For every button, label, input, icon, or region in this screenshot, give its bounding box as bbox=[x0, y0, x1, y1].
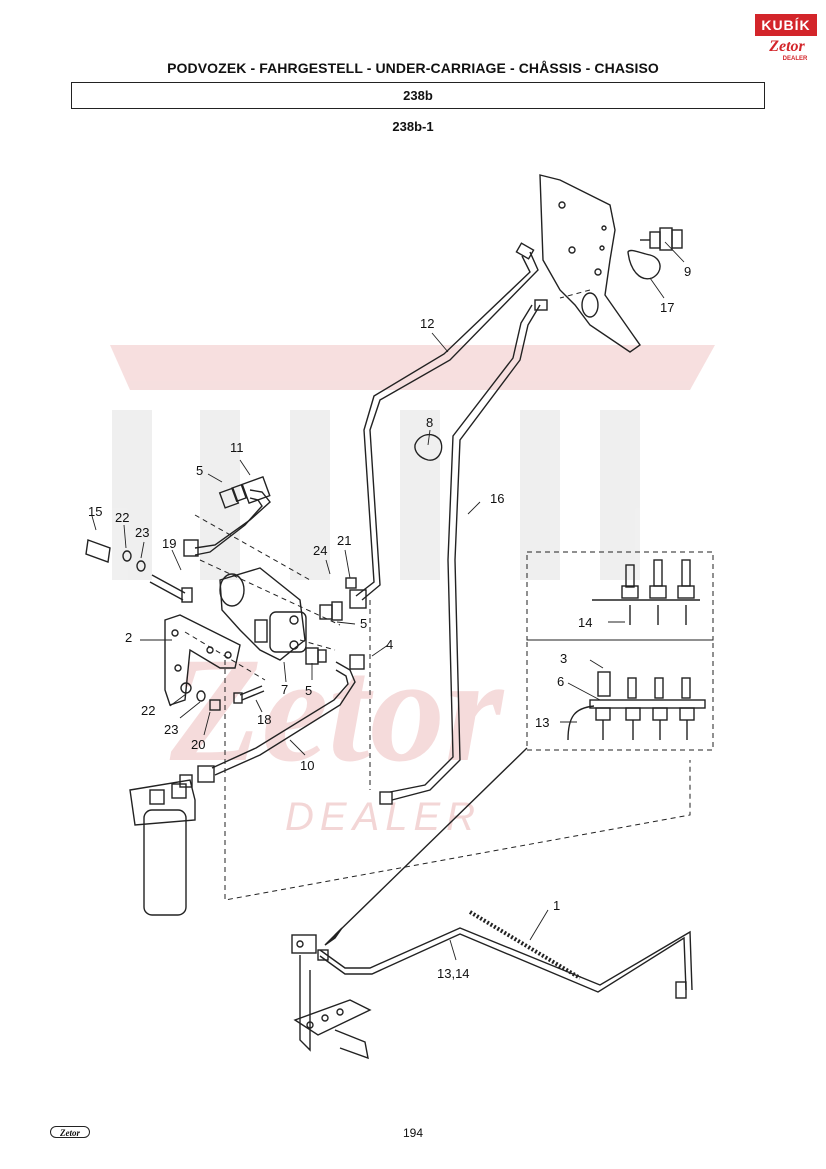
callout-11: 11 bbox=[230, 440, 244, 455]
wiring-harness-1 bbox=[319, 910, 693, 999]
pipe-11 bbox=[183, 475, 271, 557]
bracket-2 bbox=[164, 614, 241, 706]
dealer-watermark: Zetor DEALER bbox=[110, 345, 715, 839]
callout-5-lower: 5 bbox=[305, 683, 312, 698]
callout-20: 20 bbox=[191, 737, 205, 752]
chassis-bracket bbox=[293, 955, 372, 1060]
kubik-zetor-dealer-logo: KUBÍK Zetor DEALER bbox=[755, 14, 817, 66]
callout-5-upper: 5 bbox=[196, 463, 203, 478]
mounting-bracket-plate bbox=[539, 174, 641, 353]
callout-10: 10 bbox=[300, 758, 314, 773]
callout-17: 17 bbox=[660, 300, 674, 315]
callout-4: 4 bbox=[386, 637, 393, 652]
callout-3: 3 bbox=[560, 651, 567, 666]
union-fitting-5-upper bbox=[218, 483, 247, 509]
sleeve-15 bbox=[85, 539, 111, 563]
clamp-8 bbox=[414, 433, 443, 461]
washer-22-lower bbox=[180, 682, 192, 694]
callout-5-middle: 5 bbox=[360, 616, 367, 631]
callout-14: 14 bbox=[578, 615, 592, 630]
callout-23-lower: 23 bbox=[164, 722, 178, 737]
bolt-18 bbox=[233, 685, 265, 704]
lock-washer-23-upper bbox=[136, 560, 146, 572]
page-title: PODVOZEK - FAHRGESTELL - UNDER-CARRIAGE … bbox=[167, 60, 659, 76]
callout-16: 16 bbox=[490, 491, 504, 506]
subsection-number: 238b-1 bbox=[392, 119, 434, 134]
callout-8: 8 bbox=[426, 415, 433, 430]
callout-13: 13 bbox=[535, 715, 549, 730]
callout-leaders bbox=[91, 241, 685, 961]
lock-washer-23-lower bbox=[196, 690, 206, 702]
union-nut bbox=[349, 589, 367, 609]
callout-21: 21 bbox=[337, 533, 351, 548]
washer-22-upper bbox=[122, 550, 132, 562]
nut-21 bbox=[345, 577, 357, 589]
sensor-assembly-14 bbox=[592, 559, 700, 625]
bolt-19 bbox=[149, 574, 193, 603]
section-number-box: 238b bbox=[71, 82, 765, 109]
sensor-assembly-13 bbox=[567, 671, 706, 741]
callout-18: 18 bbox=[257, 712, 271, 727]
assembly-leader-lines bbox=[184, 289, 691, 901]
logo-zetor-text: Zetor bbox=[769, 38, 805, 55]
callout-6: 6 bbox=[557, 674, 564, 689]
callout-7: 7 bbox=[281, 682, 288, 697]
logo-kubik-text: KUBÍK bbox=[755, 14, 817, 36]
detail-arrow bbox=[324, 747, 528, 946]
nut-20 bbox=[209, 699, 221, 711]
pipe-16 bbox=[379, 299, 548, 805]
callout-12: 12 bbox=[420, 316, 434, 331]
pipe-12 bbox=[355, 242, 539, 601]
callout-2: 2 bbox=[125, 630, 132, 645]
page-number: 194 bbox=[402, 1126, 424, 1140]
dust-cap-17 bbox=[627, 249, 661, 280]
callout-labels: 1 2 3 4 5 5 5 6 7 8 9 10 11 12 13 13,14 … bbox=[88, 264, 691, 981]
quick-coupling-9 bbox=[640, 227, 683, 251]
section-number: 238b bbox=[403, 88, 433, 103]
hydraulic-filter bbox=[129, 774, 196, 916]
callout-1: 1 bbox=[553, 898, 560, 913]
callout-23-upper: 23 bbox=[135, 525, 149, 540]
logo-dealer-text: DEALER bbox=[782, 56, 808, 62]
pipe-10 bbox=[197, 661, 356, 783]
callout-13-14: 13,14 bbox=[437, 966, 470, 981]
watermark-dealer-text: DEALER bbox=[285, 795, 481, 839]
hydraulic-valve-7 bbox=[219, 567, 307, 661]
pressure-switch bbox=[291, 934, 329, 961]
callout-19: 19 bbox=[162, 536, 176, 551]
sensor-panel-box bbox=[526, 551, 714, 751]
nut-4 bbox=[349, 654, 365, 670]
callout-22-lower: 22 bbox=[141, 703, 155, 718]
callout-15: 15 bbox=[88, 504, 102, 519]
callout-9: 9 bbox=[684, 264, 691, 279]
callout-22-upper: 22 bbox=[115, 510, 129, 525]
callout-24: 24 bbox=[313, 543, 327, 558]
footer-zetor-logo: Zetor bbox=[50, 1126, 90, 1138]
